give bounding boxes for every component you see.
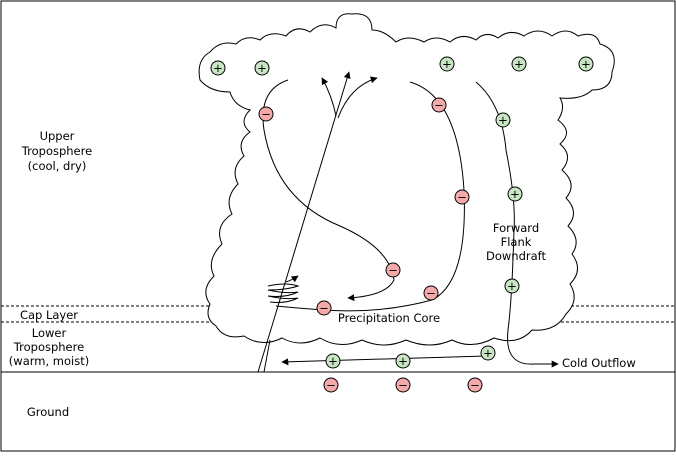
svg-text:(warm, moist): (warm, moist) — [9, 354, 89, 368]
cold-outflow-label: Cold Outflow — [562, 356, 636, 370]
lower-troposphere-label: Lower Troposphere (warm, moist) — [9, 326, 89, 368]
svg-text:+: + — [398, 354, 408, 368]
positive-charge: + — [504, 278, 520, 294]
positive-charge: + — [254, 60, 270, 76]
positive-charge: + — [395, 353, 411, 369]
svg-text:+: + — [213, 61, 223, 75]
negative-charges: − − − − − − − − − — [258, 97, 483, 393]
storm-cloud — [198, 13, 615, 346]
negative-charge: − — [423, 285, 439, 301]
negative-charge: − — [316, 300, 332, 316]
precipitation-core-label: Precipitation Core — [338, 311, 440, 325]
forward-flank-downdraft-label: Forward Flank Downdraft — [486, 221, 547, 263]
svg-text:Lower: Lower — [32, 326, 67, 340]
svg-text:+: + — [442, 57, 452, 71]
negative-charge: − — [467, 377, 483, 393]
svg-text:Forward: Forward — [493, 221, 539, 235]
svg-text:−: − — [457, 190, 467, 204]
svg-text:+: + — [498, 113, 508, 127]
positive-charges: + + + + + + + + + + + — [210, 56, 594, 369]
negative-charge: − — [454, 189, 470, 205]
positive-charge: + — [325, 353, 341, 369]
positive-charge: + — [210, 60, 226, 76]
cap-layer-label: Cap Layer — [20, 308, 78, 322]
positive-charge: + — [511, 56, 527, 72]
svg-text:+: + — [581, 57, 591, 71]
svg-text:(cool, dry): (cool, dry) — [28, 159, 87, 173]
upper-troposphere-label: Upper Troposphere (cool, dry) — [21, 129, 92, 173]
svg-text:+: + — [328, 354, 338, 368]
negative-charge: − — [323, 377, 339, 393]
svg-text:Upper: Upper — [40, 129, 75, 143]
svg-text:−: − — [319, 301, 329, 315]
positive-charge: + — [507, 186, 523, 202]
positive-charge: + — [480, 345, 496, 361]
svg-text:+: + — [507, 279, 517, 293]
svg-text:−: − — [326, 378, 336, 392]
positive-charge: + — [578, 56, 594, 72]
negative-charge: − — [431, 97, 447, 113]
svg-text:Troposphere: Troposphere — [13, 340, 84, 354]
svg-text:+: + — [514, 57, 524, 71]
svg-text:−: − — [434, 98, 444, 112]
svg-text:+: + — [257, 61, 267, 75]
positive-charge: + — [495, 112, 511, 128]
svg-text:−: − — [388, 263, 398, 277]
svg-text:Troposphere: Troposphere — [21, 144, 92, 158]
svg-text:Flank: Flank — [501, 235, 532, 249]
svg-text:+: + — [510, 187, 520, 201]
negative-charge: − — [385, 262, 401, 278]
negative-charge: − — [258, 106, 274, 122]
svg-text:−: − — [398, 378, 408, 392]
ground-label: Ground — [27, 405, 69, 419]
svg-text:Downdraft: Downdraft — [486, 249, 547, 263]
svg-text:−: − — [470, 378, 480, 392]
svg-text:+: + — [483, 346, 493, 360]
negative-charge: − — [395, 377, 411, 393]
positive-charge: + — [439, 56, 455, 72]
svg-text:−: − — [261, 107, 271, 121]
svg-text:−: − — [426, 286, 436, 300]
